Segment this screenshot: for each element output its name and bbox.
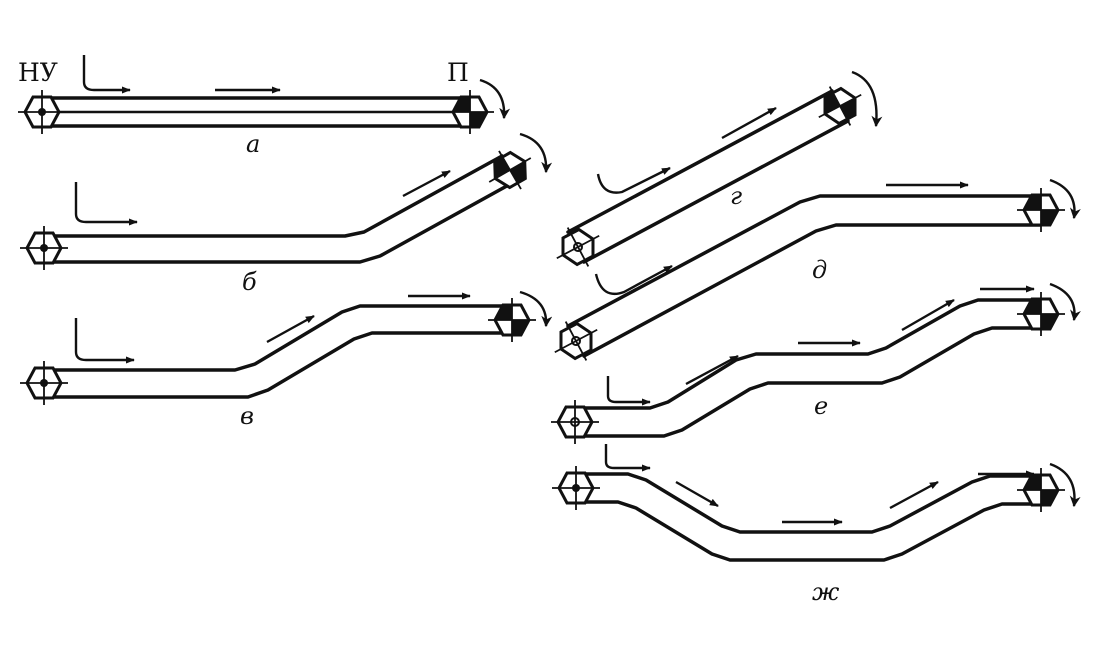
tail-pulley-icon	[20, 226, 68, 270]
flow-arrow	[675, 480, 719, 508]
belt-outline	[566, 89, 850, 264]
loading-arrow	[74, 182, 138, 226]
drive-label: П	[447, 58, 469, 87]
drive-pulley-icon	[818, 86, 862, 126]
tail-pulley-icon	[551, 400, 599, 444]
drive-pulley-icon	[1017, 468, 1065, 512]
loading-arrow	[596, 166, 671, 194]
loading-arrow	[606, 376, 651, 406]
variant-label-b: б	[242, 268, 257, 296]
loading-arrow	[604, 444, 651, 472]
flow-arrow	[901, 298, 955, 332]
flow-arrow	[402, 169, 451, 198]
scheme-v	[20, 290, 553, 405]
tail-pulley-icon	[18, 90, 66, 134]
rotation-arrow	[519, 132, 553, 174]
rotation-arrow	[519, 290, 553, 328]
loading-arrow	[82, 55, 131, 94]
rotation-arrow	[1049, 178, 1081, 220]
variant-label-d: д	[812, 256, 828, 284]
scheme-b	[20, 132, 553, 270]
scheme-zh	[552, 444, 1081, 562]
variant-label-e: е	[814, 392, 829, 420]
variant-label-a: а	[246, 130, 261, 158]
belt-outline	[42, 154, 516, 264]
rotation-arrow	[1049, 282, 1081, 322]
belt-outline	[566, 194, 1042, 358]
flow-arrow	[685, 354, 739, 386]
variant-label-g: г	[730, 182, 743, 210]
drive-pulley-icon	[446, 90, 494, 134]
scheme-a	[18, 55, 511, 134]
rotation-arrow	[1049, 462, 1081, 508]
rotation-arrow	[851, 70, 883, 128]
tail-pulley-icon	[554, 321, 598, 361]
drive-pulley-icon	[488, 298, 536, 342]
loading-arrow	[74, 318, 135, 364]
loading-unit-label: НУ	[18, 58, 58, 87]
loading-arrow	[594, 264, 673, 296]
drive-pulley-icon	[1017, 292, 1065, 336]
variant-label-v: в	[240, 402, 254, 430]
belt-outline	[570, 298, 1042, 438]
flow-arrow	[266, 314, 315, 344]
scheme-e	[551, 282, 1081, 444]
tail-pulley-icon	[20, 361, 68, 405]
tail-pulley-icon	[552, 466, 600, 510]
belt-outline	[570, 472, 1042, 562]
rotation-arrow	[479, 78, 511, 120]
drive-pulley-icon	[1017, 188, 1065, 232]
belt-outline	[42, 304, 514, 399]
flow-arrow	[889, 480, 939, 510]
tail-pulley-icon	[556, 227, 600, 267]
drive-pulley-icon	[488, 150, 532, 190]
flow-arrow	[721, 106, 777, 140]
variant-label-zh: ж	[812, 578, 840, 606]
scheme-g	[556, 70, 883, 267]
belt-outline	[40, 96, 472, 128]
scheme-d	[554, 178, 1081, 361]
